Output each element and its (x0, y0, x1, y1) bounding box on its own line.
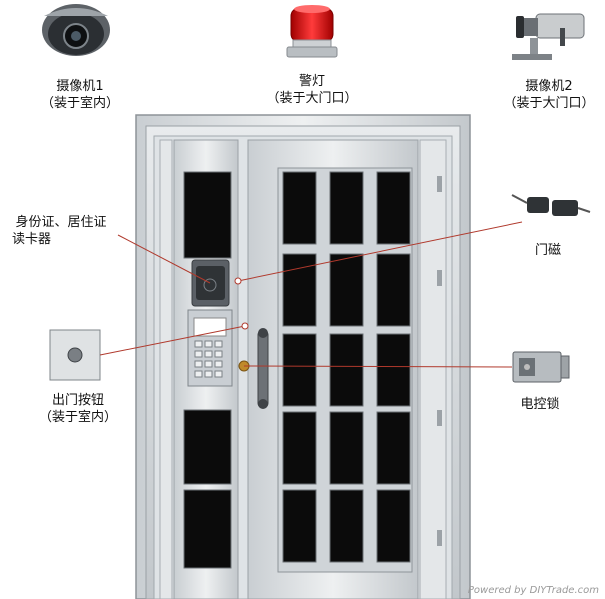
keypad-key (204, 350, 213, 358)
door-magnet-icon (511, 194, 591, 216)
watermark: Powered by DIYTrade.com (467, 585, 599, 596)
keypad-key (204, 340, 213, 348)
glass-pane (329, 171, 364, 245)
keypad-keys (194, 340, 223, 378)
warning-light-note: （装于大门口） (266, 91, 358, 106)
camera1-note: （装于室内） (40, 96, 119, 111)
leader-exit-button (99, 325, 246, 356)
door-magnet-name: 门磁 (534, 243, 561, 258)
camera1-dome-icon (42, 4, 110, 56)
keypad-key (204, 370, 213, 378)
keypad-key (214, 340, 223, 348)
glass-pane (376, 411, 411, 485)
card-reader-device (191, 259, 230, 307)
leader-dot-magnet (234, 277, 242, 285)
camera2-bullet-icon (512, 13, 585, 60)
camera2-name: 摄像机2 (525, 79, 573, 94)
exit-button-name: 出门按钮 (51, 393, 104, 408)
keypad-key (194, 360, 203, 368)
electric-lock-name: 电控锁 (520, 397, 560, 412)
leader-card-reader (117, 234, 211, 284)
leader-electric-lock (243, 365, 513, 368)
glass-pane (282, 171, 317, 245)
glass-pane (329, 253, 364, 327)
glass-grid (282, 171, 411, 563)
glass-pane (282, 253, 317, 327)
leader-lines (99, 221, 523, 368)
electric-lock-icon (512, 351, 570, 383)
id-reader-label: 身份证、居住证 读卡器 (0, 214, 122, 248)
door-handle (238, 328, 269, 409)
camera1-name: 摄像机1 (56, 79, 104, 94)
keypad-key (214, 370, 223, 378)
camera2-note: （装于大门口） (503, 96, 595, 111)
intercom-keypad (187, 309, 233, 387)
door-side-pillars (159, 139, 447, 599)
exit-button-note: （装于室内） (38, 410, 117, 425)
glass-pane (329, 411, 364, 485)
glass-pane (329, 333, 364, 407)
glass-pane (376, 489, 411, 563)
electric-lock-label: 电控锁 (512, 396, 568, 413)
id-reader-line2: 读卡器 (12, 232, 52, 247)
keypad-key (214, 350, 223, 358)
door-magnet-label: 门磁 (528, 242, 568, 259)
keypad-key (194, 340, 203, 348)
keypad-key (204, 360, 213, 368)
camera2-label: 摄像机2 （装于大门口） (495, 78, 603, 112)
keypad-key (214, 360, 223, 368)
keypad-key (194, 350, 203, 358)
glass-pane (282, 411, 317, 485)
exit-button-icon (49, 329, 101, 381)
leader-dot-exit (241, 322, 249, 330)
exit-button-label: 出门按钮 （装于室内） (28, 392, 128, 426)
glass-pane (282, 489, 317, 563)
glass-pane (376, 333, 411, 407)
id-reader-line1: 身份证、居住证 (15, 215, 107, 230)
warning-light-label: 警灯 （装于大门口） (262, 73, 362, 107)
warning-light-name: 警灯 (298, 74, 325, 89)
door-right-leaf (247, 139, 419, 599)
glass-pane (282, 333, 317, 407)
glass-pane (376, 171, 411, 245)
glass-pane (329, 489, 364, 563)
glass-pane (376, 253, 411, 327)
camera1-label: 摄像机1 （装于室内） (30, 78, 130, 112)
keypad-key (194, 370, 203, 378)
warning-light-icon (286, 5, 338, 58)
leader-door-magnet (237, 221, 523, 282)
